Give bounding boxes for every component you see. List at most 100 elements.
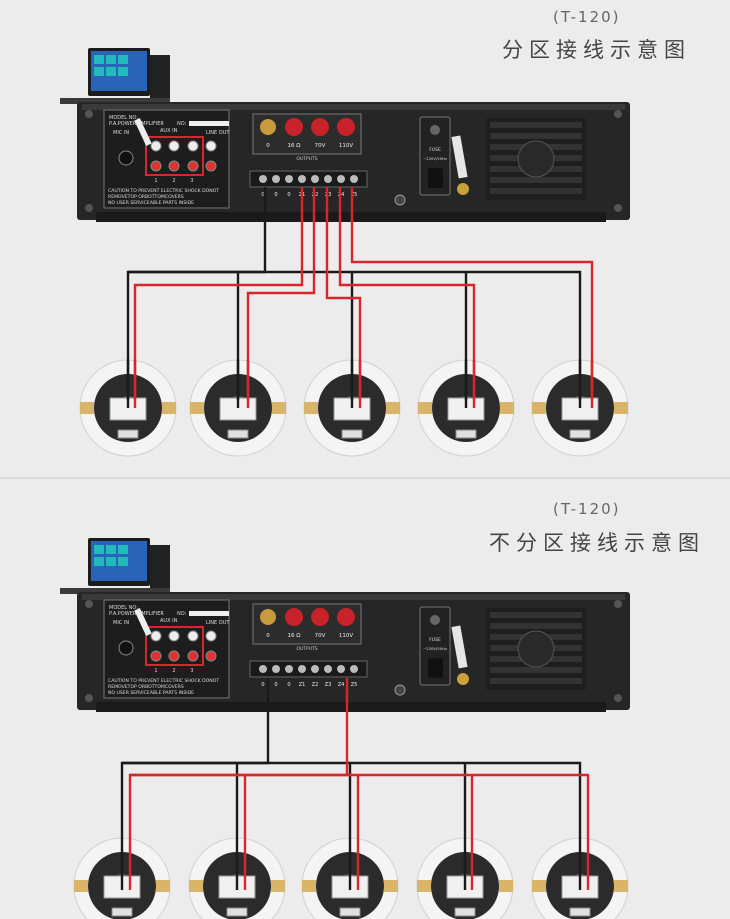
output-terminal-0: [260, 609, 276, 625]
chassis-screw: [85, 204, 93, 212]
terminal-screw: [272, 665, 280, 673]
rca-jack-white: [205, 140, 217, 152]
mic-jack: [118, 640, 134, 656]
speaker-clip-left: [304, 402, 318, 414]
output-terminal-red: [337, 608, 355, 626]
rca-jack-white: [187, 140, 199, 152]
speaker-clip-left: [532, 402, 546, 414]
zone-wire: [350, 187, 594, 400]
screen-tile: [94, 545, 104, 554]
chassis-screw: [85, 694, 93, 702]
input-number: 2: [172, 668, 175, 674]
chassis-screw: [85, 600, 93, 608]
input-number: 3: [190, 178, 193, 184]
output-label: 70V: [315, 143, 326, 149]
terminal-label: 0: [261, 682, 264, 688]
rca-jack-white: [187, 630, 199, 642]
input-number: 1: [154, 668, 157, 674]
terminal-label: Z5: [351, 682, 358, 688]
fuse-holder: [430, 125, 440, 135]
terminal-strip: [249, 660, 368, 678]
screen-tile: [118, 55, 128, 64]
rca-jack-red: [168, 650, 180, 662]
mic-jack: [118, 150, 134, 166]
common-wire: [128, 270, 582, 400]
fan-slot: [490, 667, 582, 673]
speaker-terminal: [226, 907, 248, 917]
serial-number-label: NO:: [177, 611, 187, 617]
power-socket: [428, 658, 443, 678]
rca-jack-red: [168, 160, 180, 172]
terminal-screw: [337, 665, 345, 673]
warning-sticker: [451, 625, 468, 669]
terminal-screw: [259, 665, 267, 673]
input-highlight-box: [145, 626, 204, 666]
speaker-clip-right: [156, 880, 170, 892]
line-out-label: LINE OUT: [206, 620, 230, 626]
speaker-clip-right: [272, 402, 286, 414]
speaker-clip-right: [500, 402, 514, 414]
outputs-caption: OUTPUTS: [296, 156, 317, 162]
output-terminal-red: [285, 118, 303, 136]
outputs-caption: OUTPUTS: [296, 646, 317, 652]
fuse-label: FUSE: [429, 147, 441, 153]
screen-tile: [118, 557, 128, 566]
ground-screw: [394, 194, 406, 206]
speaker-terminal: [227, 429, 249, 439]
terminal-label: 0: [274, 682, 277, 688]
speaker-terminal: [339, 907, 361, 917]
speaker-terminal: [341, 429, 363, 439]
screen-tile: [94, 67, 104, 76]
terminal-screw: [298, 175, 306, 183]
output-terminal-0: [260, 119, 276, 135]
caution-text: REMOVETOP ORBOTTOMCOVERS: [108, 194, 184, 200]
terminal-label: 0: [274, 192, 277, 198]
input-number: 1: [154, 178, 157, 184]
fan-slot: [490, 122, 582, 128]
speaker-terminal: [111, 907, 133, 917]
zone-wire: [246, 187, 316, 400]
warning-sticker: [451, 135, 468, 179]
zone-wire: [338, 187, 476, 400]
terminal-screw: [311, 175, 319, 183]
section-divider: [0, 477, 730, 479]
screen-tile: [94, 557, 104, 566]
screen-tile: [94, 55, 104, 64]
output-label: 16 Ω: [288, 143, 301, 149]
rca-jack-white: [168, 630, 180, 642]
speaker-clip-left: [190, 402, 204, 414]
rca-jack-red: [187, 650, 199, 662]
fan-slot: [490, 188, 582, 194]
caution-text: NO USER SERVICEABLE PARTS INSIDE: [108, 200, 194, 206]
model-number-label: MODEL NO:: [109, 605, 138, 611]
terminal-screw: [298, 665, 306, 673]
aux-in-label: AUX IN: [160, 128, 178, 134]
fan-slot: [490, 177, 582, 183]
rca-jack-white: [150, 630, 162, 642]
terminal-screw: [350, 175, 358, 183]
terminal-screw: [337, 175, 345, 183]
zone-wire: [325, 187, 362, 400]
caution-text: CAUTION TO PREVENT ELECTRIC SHOCK DONOT: [108, 188, 219, 194]
speaker-clip-left: [302, 880, 316, 892]
rca-jack-red: [150, 650, 162, 662]
model-number-label: MODEL NO:: [109, 115, 138, 121]
screen-tile: [118, 67, 128, 76]
serial-number-field: [189, 121, 229, 126]
wiring: [120, 678, 590, 890]
rca-jack-white: [205, 630, 217, 642]
input-cable-plug: [134, 608, 152, 636]
rca-jack-white: [150, 140, 162, 152]
speaker-clip-right: [271, 880, 285, 892]
mic-in-label: MIC IN: [113, 620, 129, 626]
terminal-screw: [272, 175, 280, 183]
speaker-clip-left: [74, 880, 88, 892]
output-label: 110V: [339, 143, 353, 149]
fan-slot: [490, 612, 582, 618]
input-highlight-box: [145, 136, 204, 176]
fan-slot: [490, 133, 582, 139]
